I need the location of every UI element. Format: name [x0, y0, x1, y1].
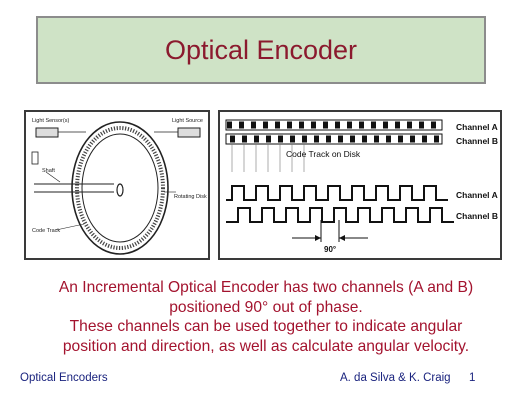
footer-authors: A. da Silva & K. Craig — [340, 372, 451, 384]
light-sensor-label: Light Sensor(s) — [32, 118, 69, 124]
code-track-ring — [75, 126, 165, 250]
code-track-channel-b — [225, 133, 443, 145]
body-line-1: An Incremental Optical Encoder has two c… — [58, 279, 474, 296]
quadrature-figure: 90° Channel A Channel B Code Track on Di… — [218, 110, 502, 260]
code-track-slot — [407, 121, 412, 129]
phase-label: 90° — [324, 245, 336, 254]
code-track-channel-a — [225, 119, 443, 131]
code-track-slot — [335, 121, 340, 129]
code-track-slot — [371, 121, 376, 129]
code-track-slot — [326, 135, 331, 143]
code-track-slot — [239, 121, 244, 129]
code-track-slot — [314, 135, 319, 143]
page-number: 1 — [469, 372, 476, 384]
code-track-slot — [422, 135, 427, 143]
body-line-4: position and direction, as well as calcu… — [62, 337, 470, 355]
code-track-slot — [338, 135, 343, 143]
quadrature-drawing: 90° Channel A Channel B Code Track on Di… — [225, 119, 498, 254]
code-track-slot — [323, 121, 328, 129]
code-track-slot — [410, 135, 415, 143]
slide-title: Optical Encoder — [164, 34, 358, 65]
light-sensor-box — [35, 127, 59, 138]
code-track-slot — [227, 121, 232, 129]
light-source-label: Light Source — [172, 118, 203, 124]
code-track-slot — [290, 135, 295, 143]
code-track-slot — [278, 135, 283, 143]
code-track-on-disk-label: Code Track on Disk — [286, 149, 361, 159]
code-track-slot — [350, 135, 355, 143]
code-track-slot — [434, 135, 439, 143]
code-track-slot — [242, 135, 247, 143]
code-track-slot — [266, 135, 271, 143]
channel-a-wave-label: Channel A — [456, 190, 498, 200]
channel-b-wave-label: Channel B — [456, 211, 498, 221]
alignment-guides — [231, 144, 305, 172]
body-line-3: These channels can be used together to i… — [69, 318, 463, 335]
code-track-slot — [395, 121, 400, 129]
code-track-slot — [302, 135, 307, 143]
code-track-slot — [263, 121, 268, 129]
rotating-disk-label: Rotating Disk — [174, 194, 207, 200]
code-track-slot — [347, 121, 352, 129]
code-track-slot — [230, 135, 235, 143]
slide-body: An Incremental Optical Encoder has two c… — [10, 278, 522, 356]
code-track-slot — [311, 121, 316, 129]
code-track-slot — [254, 135, 259, 143]
channel-b-track-label: Channel B — [456, 136, 498, 146]
shaft-hole — [116, 183, 124, 197]
title-box: Optical Encoder — [36, 16, 486, 84]
code-track-slot — [383, 121, 388, 129]
footer-topic: Optical Encoders — [20, 372, 108, 384]
code-track-slot — [431, 121, 436, 129]
shaft-label: Shaft — [42, 168, 55, 174]
code-track-slot — [362, 135, 367, 143]
disk-encoder-drawing: Light Sensor(s) Light Source Shaft Rotat… — [31, 118, 207, 255]
code-track-label: Code Track — [32, 228, 60, 234]
channel-a-track-label: Channel A — [456, 122, 498, 132]
disk-encoder-figure: Light Sensor(s) Light Source Shaft Rotat… — [24, 110, 210, 260]
code-track-slot — [419, 121, 424, 129]
rotating-disk — [71, 121, 169, 255]
slide-footer: Optical Encoders A. da Silva & K. Craig … — [0, 372, 532, 388]
channel-a-waveform — [226, 185, 448, 201]
inner-disk-edge — [81, 133, 159, 243]
code-track-slot — [398, 135, 403, 143]
code-track-slot — [386, 135, 391, 143]
code-track-slot — [287, 121, 292, 129]
code-track-slot — [275, 121, 280, 129]
body-line-2: positioned 90° out of phase. — [169, 298, 363, 316]
channel-b-waveform — [226, 207, 454, 223]
code-track-slot — [299, 121, 304, 129]
code-track-slot — [251, 121, 256, 129]
code-track-slot — [359, 121, 364, 129]
code-track-slot — [374, 135, 379, 143]
light-source-box — [177, 127, 201, 138]
